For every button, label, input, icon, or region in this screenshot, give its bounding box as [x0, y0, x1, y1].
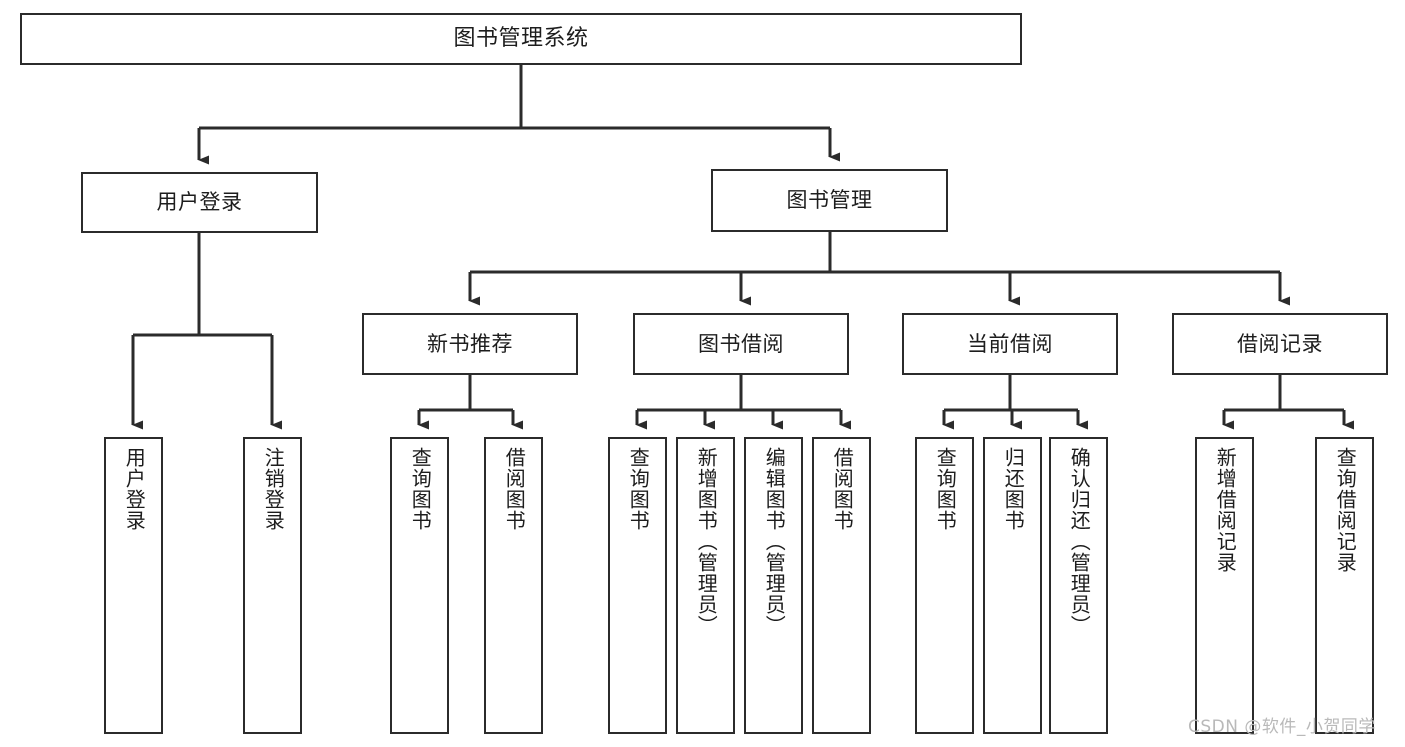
node-leaf-query-book-borrow-label: 查询图书 — [626, 447, 651, 531]
node-leaf-confirm-return-admin-label: 确认归还（管理员） — [1067, 447, 1092, 636]
node-leaf-borrow-book[interactable]: 借阅图书 — [812, 437, 871, 734]
node-new-book-recommend-label: 新书推荐 — [427, 331, 513, 356]
node-leaf-borrow-book-recommend[interactable]: 借阅图书 — [484, 437, 543, 734]
node-leaf-query-book-recommend[interactable]: 查询图书 — [390, 437, 449, 734]
node-book-management-label: 图书管理 — [786, 188, 873, 213]
node-book-management[interactable]: 图书管理 — [711, 169, 948, 232]
node-leaf-return-book[interactable]: 归还图书 — [983, 437, 1042, 734]
node-leaf-user-login-label: 用户登录 — [122, 447, 147, 531]
node-leaf-logout-login[interactable]: 注销登录 — [243, 437, 302, 734]
node-current-borrow[interactable]: 当前借阅 — [902, 313, 1118, 375]
node-borrow-records[interactable]: 借阅记录 — [1172, 313, 1388, 375]
node-book-borrow[interactable]: 图书借阅 — [633, 313, 849, 375]
node-leaf-return-book-label: 归还图书 — [1001, 447, 1026, 531]
node-leaf-user-login[interactable]: 用户登录 — [104, 437, 163, 734]
node-leaf-query-book-recommend-label: 查询图书 — [408, 447, 433, 531]
node-leaf-add-borrow-record[interactable]: 新增借阅记录 — [1195, 437, 1254, 734]
node-leaf-logout-login-label: 注销登录 — [261, 447, 286, 531]
node-user-login[interactable]: 用户登录 — [81, 172, 318, 233]
node-leaf-add-book-admin[interactable]: 新增图书（管理员） — [676, 437, 735, 734]
node-leaf-query-borrow-record[interactable]: 查询借阅记录 — [1315, 437, 1374, 734]
node-leaf-add-book-admin-label: 新增图书（管理员） — [694, 447, 719, 636]
node-user-login-label: 用户登录 — [156, 190, 243, 215]
node-leaf-edit-book-admin[interactable]: 编辑图书（管理员） — [744, 437, 803, 734]
node-new-book-recommend[interactable]: 新书推荐 — [362, 313, 578, 375]
watermark: CSDN @软件_小贺同学 — [1188, 717, 1376, 737]
node-book-borrow-label: 图书借阅 — [698, 331, 784, 356]
node-leaf-query-book-borrow[interactable]: 查询图书 — [608, 437, 667, 734]
node-leaf-query-book-current-label: 查询图书 — [933, 447, 958, 531]
node-leaf-borrow-book-recommend-label: 借阅图书 — [502, 447, 527, 531]
node-borrow-records-label: 借阅记录 — [1237, 331, 1323, 356]
node-leaf-query-book-current[interactable]: 查询图书 — [915, 437, 974, 734]
node-leaf-borrow-book-label: 借阅图书 — [830, 447, 855, 531]
node-leaf-add-borrow-record-label: 新增借阅记录 — [1213, 447, 1238, 573]
node-root-label: 图书管理系统 — [453, 26, 589, 52]
node-current-borrow-label: 当前借阅 — [967, 331, 1053, 356]
node-root[interactable]: 图书管理系统 — [20, 13, 1022, 65]
node-leaf-confirm-return-admin[interactable]: 确认归还（管理员） — [1049, 437, 1108, 734]
node-leaf-edit-book-admin-label: 编辑图书（管理员） — [762, 447, 787, 636]
node-leaf-query-borrow-record-label: 查询借阅记录 — [1333, 447, 1358, 573]
